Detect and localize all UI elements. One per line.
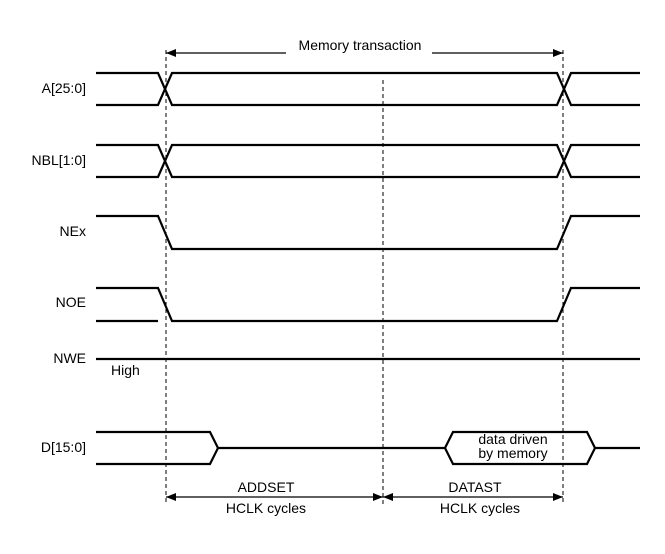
- signal-nwe: NWE High: [53, 350, 640, 378]
- title-label: Memory transaction: [299, 37, 422, 53]
- signal-noe: NOE: [56, 286, 640, 323]
- signal-nex-waveform: [96, 214, 640, 251]
- phase-datast-arrow-left: [383, 493, 393, 501]
- transaction-arrow-right: [553, 49, 563, 57]
- phase-datast-unit: HCLK cycles: [440, 500, 520, 516]
- signal-d-label: D[15:0]: [41, 439, 86, 455]
- signal-noe-label: NOE: [56, 294, 86, 310]
- signal-nex-label: NEx: [60, 223, 86, 239]
- signal-nbl-bus: NBL[1:0]: [32, 143, 640, 179]
- signal-nwe-note: High: [111, 362, 140, 378]
- signal-nex: NEx: [60, 214, 640, 251]
- phase-datast-arrow-right: [553, 493, 563, 501]
- phase-datast: DATAST HCLK cycles: [383, 479, 563, 516]
- title-backdrop: [286, 37, 432, 55]
- signal-noe-waveform: [96, 286, 640, 323]
- signal-nbl-label: NBL[1:0]: [32, 152, 86, 168]
- signal-d-bus: D[15:0] data driven by memory: [41, 430, 640, 466]
- transaction-arrow-left: [166, 49, 176, 57]
- signal-a-bus: A[25:0]: [42, 71, 640, 107]
- data-driven-label-line1: data driven: [478, 431, 547, 447]
- phase-datast-name: DATAST: [448, 479, 502, 495]
- phase-addset-arrow-right: [373, 493, 383, 501]
- phase-addset-name: ADDSET: [238, 479, 295, 495]
- signal-d-waveform: [96, 430, 640, 466]
- data-driven-label-line2: by memory: [478, 445, 547, 461]
- phase-addset: ADDSET HCLK cycles: [166, 479, 383, 516]
- signal-a-waveform: [96, 71, 640, 107]
- phase-addset-arrow-left: [166, 493, 176, 501]
- signal-a-label: A[25:0]: [42, 80, 86, 96]
- phase-addset-unit: HCLK cycles: [226, 500, 306, 516]
- memory-transaction-span: Memory transaction: [166, 37, 563, 57]
- signal-nbl-waveform: [96, 143, 640, 179]
- signal-nwe-label: NWE: [53, 350, 86, 366]
